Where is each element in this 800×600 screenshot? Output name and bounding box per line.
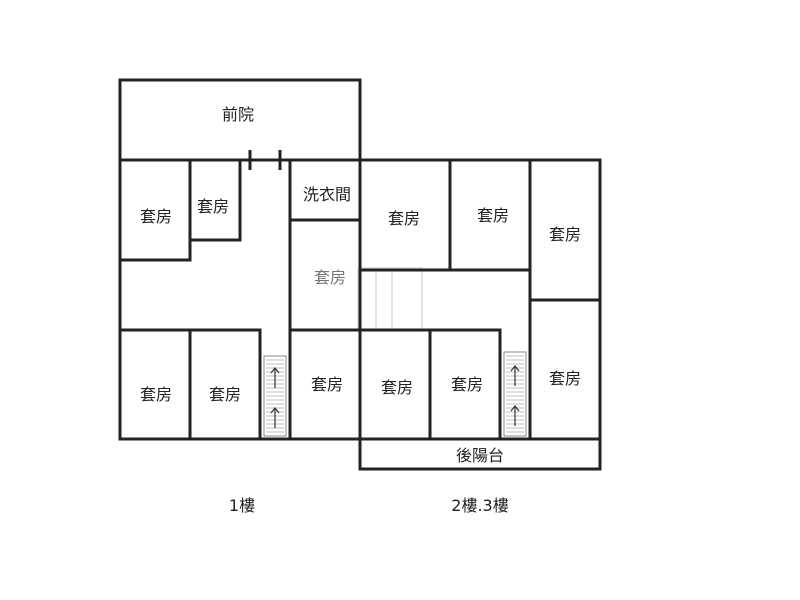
room-suite: 套房 bbox=[314, 268, 346, 287]
room-suite: 套房 bbox=[140, 207, 172, 226]
room-back-balcony: 後陽台 bbox=[456, 446, 504, 465]
room-suite: 套房 bbox=[388, 209, 420, 228]
room-suite: 套房 bbox=[549, 225, 581, 244]
floor-label-first: 1樓 bbox=[229, 496, 255, 515]
room-suite: 套房 bbox=[311, 375, 343, 394]
room-front-yard: 前院 bbox=[222, 105, 254, 124]
room-labels: 前院 套房 套房 洗衣間 套房 套房 套房 套房 套房 套房 套房 套房 套房 … bbox=[140, 105, 581, 465]
door-marks-icon bbox=[248, 150, 282, 170]
room-suite: 套房 bbox=[549, 369, 581, 388]
room-suite: 套房 bbox=[197, 197, 229, 216]
staircase-icon bbox=[263, 355, 287, 437]
walls bbox=[118, 78, 602, 471]
floor-label-upper: 2樓.3樓 bbox=[451, 496, 508, 515]
room-laundry: 洗衣間 bbox=[303, 185, 351, 204]
watermark-logo bbox=[357, 267, 423, 331]
room-suite: 套房 bbox=[381, 378, 413, 397]
room-suite: 套房 bbox=[451, 375, 483, 394]
room-suite: 套房 bbox=[209, 385, 241, 404]
room-suite: 套房 bbox=[140, 385, 172, 404]
room-suite: 套房 bbox=[477, 206, 509, 225]
staircase-icon bbox=[503, 351, 527, 437]
